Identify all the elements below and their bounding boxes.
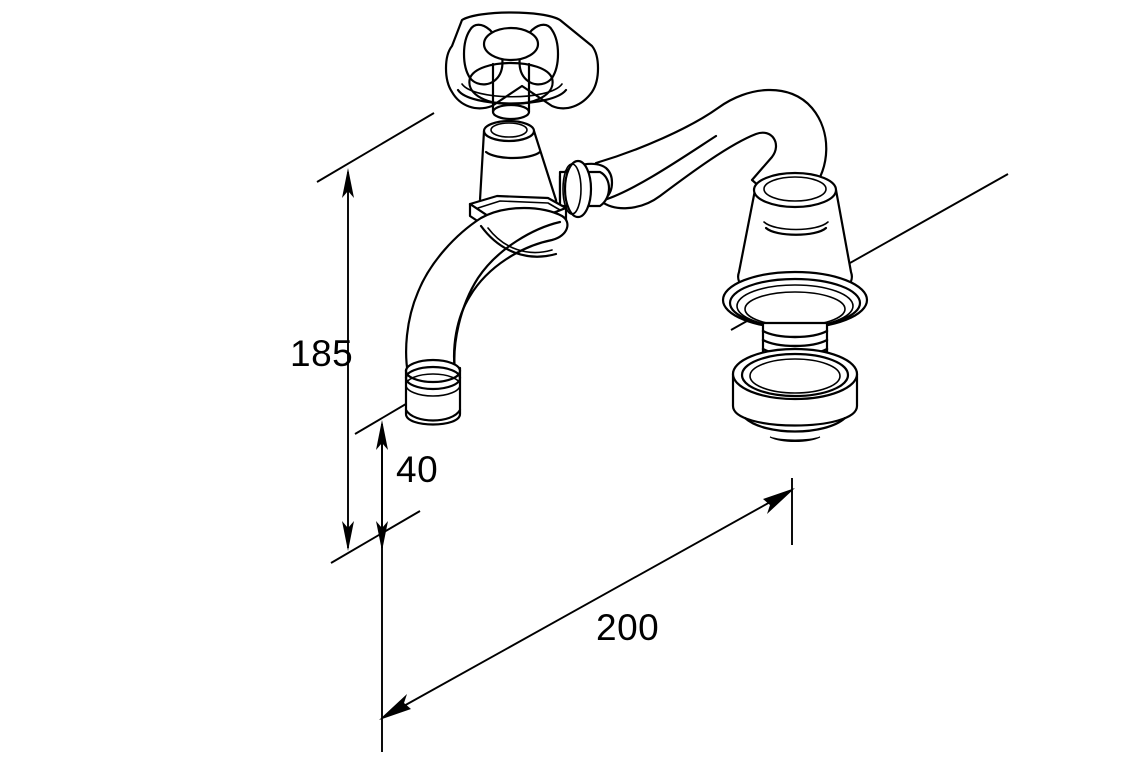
handle-skirt-inner	[461, 83, 563, 98]
shroud-top-rim-inner	[763, 176, 827, 202]
shroud-top-rim-outer	[752, 171, 838, 209]
lock-nut-top-outer	[731, 347, 859, 401]
body-collar-outer	[563, 159, 593, 219]
swan-neck-inner-edge	[602, 134, 718, 202]
spout-inner-crease	[453, 220, 562, 374]
handle-center-cap	[482, 26, 540, 62]
bonnet-cap	[478, 119, 558, 218]
arrow-185-top	[342, 168, 354, 198]
spout-outlet	[404, 358, 462, 426]
shroud-step-ring	[764, 226, 828, 236]
dimension-line-200	[383, 490, 791, 718]
spout-web	[479, 224, 558, 258]
valve-body-tube	[558, 159, 614, 219]
shroud-step-ring-2	[763, 221, 829, 231]
handle-lobe-upper-right	[518, 23, 560, 86]
outlet-top-rim	[404, 358, 462, 384]
arrow-185-bottom	[342, 521, 354, 551]
dimension-200: 200	[379, 488, 795, 720]
dimension-label-40: 40	[396, 449, 438, 490]
handle-stem-base	[491, 103, 531, 121]
dimension-label-185: 185	[290, 333, 353, 374]
dimension-label-200: 200	[596, 607, 659, 648]
mounting-shroud	[737, 171, 853, 300]
bonnet-top-rim	[482, 119, 536, 143]
lock-nut-top-ring-1	[740, 352, 850, 398]
cross-handle	[444, 11, 600, 121]
spout	[405, 206, 569, 376]
lock-nut	[731, 347, 859, 442]
bonnet-top-rim-inner	[490, 122, 528, 138]
arrow-200-left	[379, 694, 411, 720]
spout-web-inner	[487, 227, 553, 254]
outlet-bottom-edge	[404, 408, 462, 422]
lock-nut-top-ring-2	[749, 358, 841, 394]
spout-body	[405, 206, 569, 376]
dimension-185: 185	[290, 168, 354, 551]
deck-flange	[721, 270, 869, 330]
flange-outer	[721, 270, 869, 330]
lock-nut-bottom-edge	[743, 416, 847, 433]
dimension-40: 40	[376, 420, 438, 551]
handle-dome	[468, 62, 554, 106]
outlet-ring-2	[405, 373, 461, 397]
outlet-ring-1	[404, 365, 462, 391]
hex-nut-face-line	[477, 200, 561, 211]
bonnet-shoulder-ring	[484, 150, 542, 160]
faucet-assembly	[404, 11, 869, 442]
handle-star-body	[444, 11, 600, 110]
extension-line-185-bottom	[330, 510, 421, 564]
handle-lobe-upper-left	[462, 23, 504, 86]
lock-nut-bottom-shadow	[769, 436, 821, 442]
arrow-200-right	[763, 488, 795, 514]
dimension-annotations: 185 40 200	[290, 112, 1009, 752]
extension-line-185-top	[316, 112, 435, 183]
extension-line-40-top	[354, 400, 412, 435]
body-collar-inner	[562, 163, 582, 215]
